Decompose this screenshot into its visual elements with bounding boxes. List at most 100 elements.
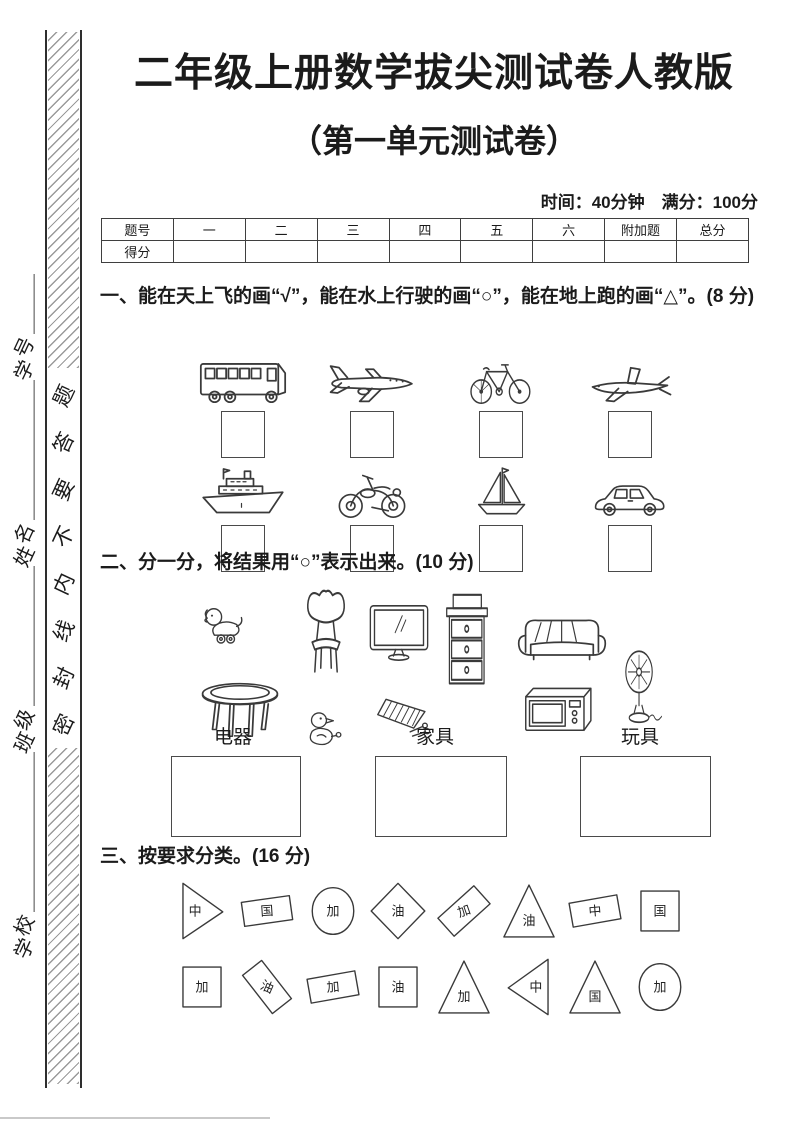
square-shape: 加 (170, 950, 234, 1024)
svg-text:油: 油 (259, 977, 277, 996)
page-bottom-scan-edge (0, 1117, 270, 1119)
score-input-cell[interactable] (676, 240, 749, 263)
triangle-up-shape: 加 (432, 950, 496, 1024)
group-answer-box[interactable] (375, 756, 507, 837)
group-answer-box[interactable] (580, 756, 711, 837)
field-blank-line[interactable]: ＿＿＿＿＿＿＿ (15, 380, 37, 520)
group-label: 电器 (213, 727, 252, 748)
seal-char: 密 (48, 710, 80, 740)
answer-box[interactable] (220, 525, 265, 572)
svg-text:中: 中 (530, 979, 543, 994)
score-input-cell[interactable] (604, 240, 677, 263)
sofa-icon (516, 613, 608, 673)
seal-char: 要 (48, 475, 80, 505)
score-header-cell: 总分 (676, 218, 749, 241)
svg-text:加: 加 (455, 902, 472, 920)
svg-text:国: 国 (653, 903, 666, 918)
square-shape: 国 (628, 874, 692, 948)
question3-shapes-row2: 加油加油加中国加 (170, 950, 692, 1024)
svg-text:中: 中 (189, 903, 202, 918)
score-header-cell: 三 (316, 218, 390, 241)
rect-shape: 国 (235, 874, 299, 948)
smallplane-icon (588, 346, 672, 406)
svg-text:油: 油 (523, 913, 536, 928)
q1-item (307, 460, 436, 572)
question2-answers: 电器家具玩具 (100, 722, 760, 844)
score-input-cell[interactable] (388, 240, 462, 263)
time-score-info: 时间：40分钟 满分：100分 (540, 193, 758, 212)
score-value-row: 得分 (101, 240, 749, 263)
sailboat-icon (470, 460, 532, 520)
group-label: 玩具 (620, 727, 659, 748)
answer-box[interactable] (349, 525, 394, 572)
rect-shape: 加 (301, 950, 365, 1024)
score-input-cell[interactable] (172, 240, 246, 263)
svg-text:加: 加 (457, 989, 470, 1004)
circle-shape: 加 (301, 874, 365, 948)
rect-shape: 加 (432, 874, 496, 948)
answer-box[interactable] (607, 525, 652, 572)
triangle-up-shape: 国 (563, 950, 627, 1024)
svg-text:油: 油 (392, 903, 405, 918)
score-input-cell[interactable] (244, 240, 318, 263)
field-blank-line[interactable]: ＿＿＿＿＿＿＿＿ (15, 752, 37, 912)
microwave-icon (522, 685, 594, 733)
svg-text:加: 加 (326, 903, 339, 918)
score-input-cell[interactable] (532, 240, 606, 263)
score-table: 题号一二三四五六附加题总分 得分 (101, 218, 749, 263)
question1-text: 一、能在天上飞的画“√”，能在水上行驶的画“○”，能在地上跑的画“△”。(8 分… (100, 286, 755, 307)
q1-row-1 (178, 346, 694, 458)
circle-shape: 加 (628, 950, 692, 1024)
svg-text:油: 油 (392, 979, 405, 994)
q1-item (565, 460, 694, 572)
ship-icon (198, 460, 288, 520)
score-input-cell[interactable] (316, 240, 390, 263)
answer-box[interactable] (607, 411, 652, 458)
q1-item (178, 346, 307, 458)
sidebar-fields: 学校＿＿＿＿＿＿＿＿班级＿＿＿＿＿＿＿姓名＿＿＿＿＿＿＿学号＿＿＿ (9, 140, 43, 963)
score-header-cell: 一 (172, 218, 246, 241)
bus-icon (197, 346, 289, 406)
cabinet-icon (444, 593, 490, 687)
seal-char: 题 (48, 381, 80, 411)
seal-hatching-bottom (48, 748, 79, 1084)
page-title: 二年级上册数学拔尖测试卷人教版 (133, 52, 734, 95)
rect-shape: 油 (235, 950, 299, 1024)
fan-icon (618, 649, 662, 733)
svg-text:国: 国 (588, 989, 601, 1004)
airplane-icon (326, 346, 418, 406)
tv-icon (368, 603, 430, 663)
answer-box[interactable] (349, 411, 394, 458)
answer-box[interactable] (478, 525, 523, 572)
answer-box[interactable] (478, 411, 523, 458)
page-subtitle: （第一单元测试卷） (289, 123, 578, 159)
field-blank-line[interactable]: ＿＿＿ (15, 274, 37, 334)
score-header-cell: 二 (244, 218, 318, 241)
chair-icon (303, 587, 349, 679)
group-answer-box[interactable] (171, 756, 301, 837)
seal-char: 内 (48, 569, 80, 599)
svg-text:加: 加 (326, 979, 340, 995)
seal-line-left (45, 30, 47, 1088)
triangle-left-shape: 中 (497, 950, 561, 1024)
diamond-shape: 油 (366, 874, 430, 948)
seal-char: 不 (48, 522, 80, 552)
score-input-cell[interactable] (460, 240, 534, 263)
score-header-cell: 四 (388, 218, 462, 241)
car-icon (590, 460, 670, 520)
question3-shapes-row1: 中国加油加油中国 (170, 874, 692, 948)
score-row-label: 得分 (101, 240, 174, 263)
xylophone-icon (376, 695, 432, 741)
motorcycle-icon (333, 460, 411, 520)
answer-box[interactable] (220, 411, 265, 458)
q1-item (436, 346, 565, 458)
square-shape: 油 (366, 950, 430, 1024)
field-blank-line[interactable]: ＿＿＿＿＿＿＿ (15, 566, 37, 706)
q1-item (565, 346, 694, 458)
triangle-up-shape: 油 (497, 874, 561, 948)
rect-shape: 中 (563, 874, 627, 948)
score-header-cell: 附加题 (604, 218, 677, 241)
seal-char: 封 (48, 663, 80, 693)
triangle-right-shape: 中 (170, 874, 234, 948)
